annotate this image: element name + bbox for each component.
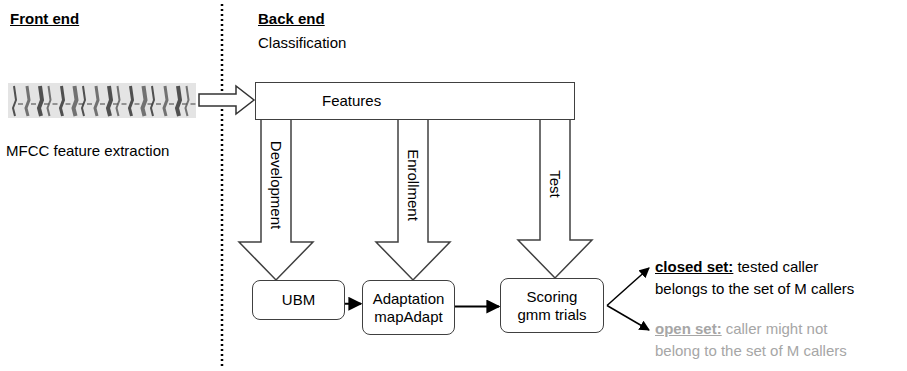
outcome-leader-arrow bbox=[607, 268, 649, 306]
ubm-box: UBM bbox=[252, 280, 345, 320]
text-label: closed set: bbox=[655, 258, 733, 275]
spectrogram-band bbox=[18, 103, 23, 105]
hollow-flow-arrow bbox=[376, 120, 450, 280]
text-label: Classification bbox=[258, 34, 346, 51]
box-text: Features bbox=[322, 92, 381, 110]
spectrogram-streak bbox=[130, 86, 133, 116]
text-label: Back end bbox=[258, 10, 325, 27]
flow-label: Enrollment bbox=[405, 149, 421, 221]
text-label: open set: bbox=[655, 320, 722, 337]
section-heading: Front end bbox=[10, 8, 83, 30]
features-box: Features bbox=[255, 82, 575, 120]
spectrogram-band bbox=[53, 103, 58, 105]
divider-dotted-line bbox=[221, 4, 224, 368]
spectrogram-band bbox=[100, 103, 105, 105]
spectrogram-band bbox=[122, 103, 127, 105]
spectrogram-streak bbox=[61, 86, 64, 116]
flow-arrow bbox=[345, 303, 361, 305]
spectrogram-band bbox=[87, 103, 92, 105]
spectrogram-streak bbox=[177, 86, 180, 116]
flow-arrow bbox=[455, 306, 499, 308]
spectrogram-band bbox=[156, 103, 161, 105]
spectrogram-streak bbox=[108, 86, 111, 116]
spectrogram-streak bbox=[164, 86, 167, 116]
caption-label: MFCC feature extraction bbox=[6, 140, 173, 162]
adaptation-box: Adaptation mapAdapt bbox=[362, 280, 455, 335]
spectrogram-ground bbox=[8, 83, 196, 118]
spectrogram-band bbox=[191, 103, 196, 105]
spectrogram-band bbox=[31, 103, 36, 105]
spectrogram-streak bbox=[74, 86, 77, 116]
outcome-leader-arrow bbox=[607, 306, 649, 331]
spectrogram-streak bbox=[82, 86, 85, 116]
spectrogram-streak bbox=[117, 86, 120, 116]
spectrogram-band bbox=[135, 103, 140, 105]
hollow-flow-arrow bbox=[518, 120, 592, 278]
input-hollow-arrow bbox=[199, 86, 254, 114]
spectrogram-streak bbox=[143, 86, 146, 116]
box-text: Adaptation mapAdapt bbox=[371, 290, 446, 326]
scoring-box: Scoring gmm trials bbox=[500, 278, 604, 333]
spectrogram-streak bbox=[95, 86, 98, 116]
outcome-note: open set:caller might not belong to the … bbox=[655, 318, 860, 362]
spectrogram-image bbox=[8, 83, 196, 118]
text-label: Front end bbox=[10, 10, 79, 27]
hollow-flow-arrow bbox=[239, 120, 313, 280]
spectrogram-streak bbox=[186, 86, 189, 116]
spectrogram-streak bbox=[26, 86, 29, 116]
box-text: UBM bbox=[282, 291, 315, 309]
section-heading: Back end bbox=[258, 8, 329, 30]
flow-label: Test bbox=[547, 170, 563, 198]
spectrogram-streak bbox=[151, 86, 154, 116]
spectrogram-streak bbox=[39, 86, 42, 116]
flow-label: Development bbox=[268, 141, 284, 229]
outcome-note: closed set:tested caller belongs to the … bbox=[655, 256, 860, 300]
box-text: Scoring gmm trials bbox=[513, 288, 591, 324]
text-label: MFCC feature extraction bbox=[6, 142, 169, 159]
spectrogram-streak bbox=[48, 86, 51, 116]
subheading-label: Classification bbox=[258, 32, 350, 54]
spectrogram-band bbox=[66, 103, 71, 105]
spectrogram-streak bbox=[13, 86, 16, 116]
spectrogram-band bbox=[169, 103, 174, 105]
